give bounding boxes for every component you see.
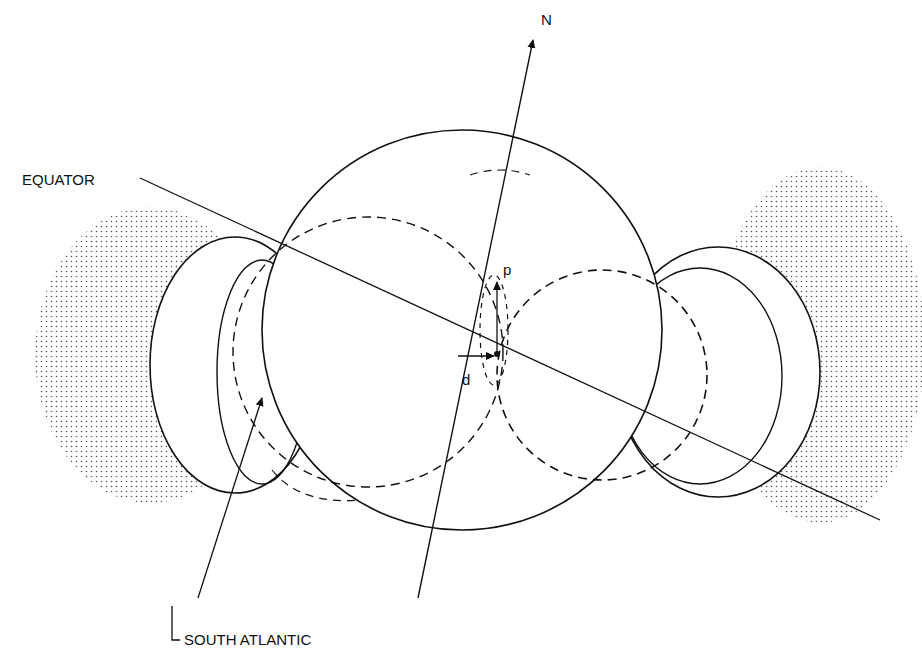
offset-arrow bbox=[496, 282, 497, 352]
leader-line bbox=[198, 398, 262, 598]
leader-line bbox=[172, 606, 180, 640]
dipole-lobe bbox=[470, 170, 530, 175]
region-label: SOUTH ATLANTIC bbox=[184, 632, 311, 647]
equator-label: EQUATOR bbox=[22, 172, 95, 187]
equator-line bbox=[140, 178, 880, 520]
offset-label: p bbox=[503, 262, 511, 277]
axis-label: N bbox=[541, 12, 552, 27]
earth-circle bbox=[262, 130, 662, 530]
offset-arrow bbox=[458, 355, 494, 356]
dipole-lobe bbox=[497, 270, 707, 480]
dipole-lobe bbox=[233, 217, 503, 487]
offset-label: d bbox=[462, 372, 470, 387]
axis-arrow bbox=[418, 40, 533, 598]
dipole-centre bbox=[494, 351, 500, 357]
dipole-lobe bbox=[480, 275, 508, 385]
dipole-lobe bbox=[272, 470, 360, 501]
